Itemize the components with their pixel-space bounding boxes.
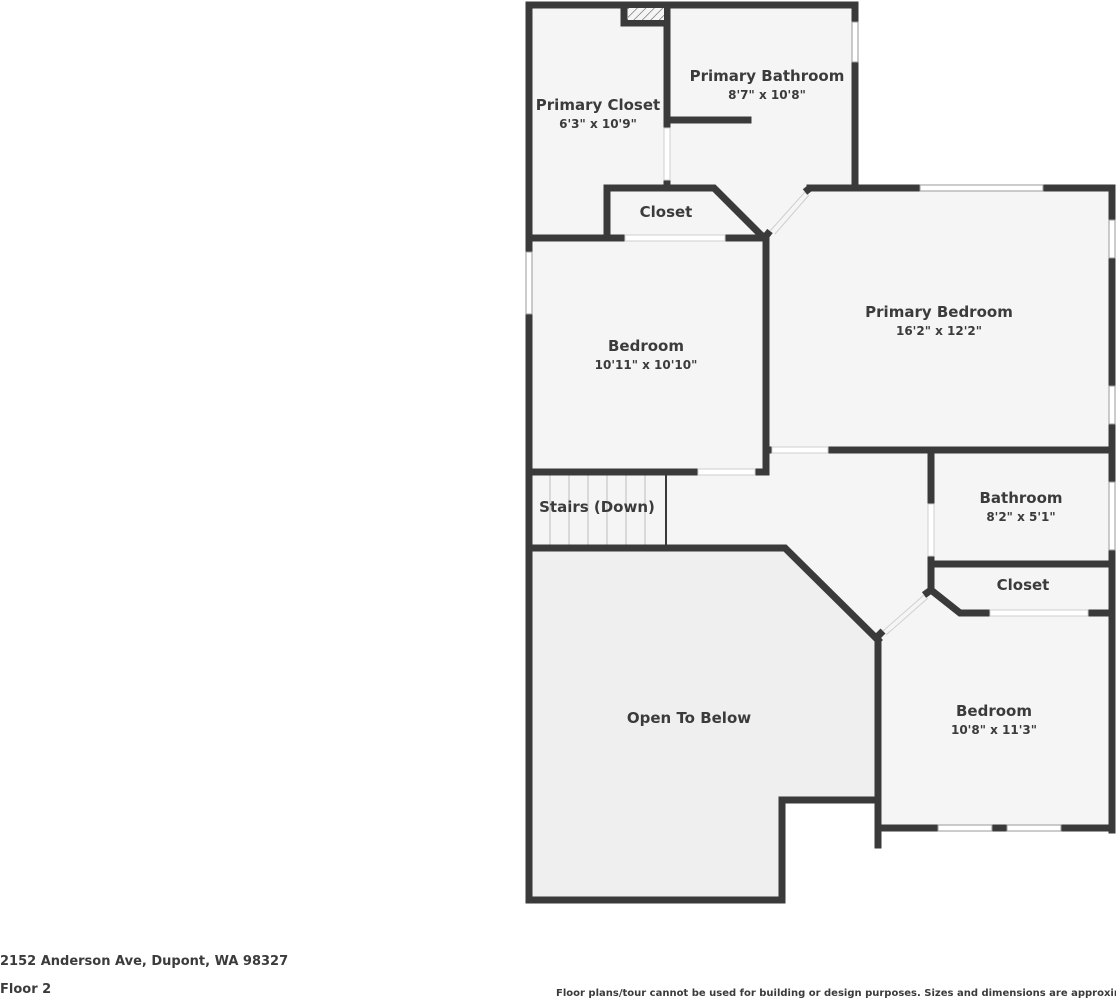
room-open-to-below-name: Open To Below bbox=[627, 709, 751, 727]
room-primary-bedroom-name: Primary Bedroom bbox=[865, 303, 1013, 321]
room-primary-closet-name: Primary Closet bbox=[536, 96, 660, 114]
room-bedroom-2-name: Bedroom bbox=[956, 702, 1032, 720]
floor-label: Floor 2 bbox=[0, 982, 52, 997]
room-labels: Primary Closet 6'3" x 10'9" Primary Bath… bbox=[536, 67, 1063, 737]
room-closet-2-name: Closet bbox=[997, 576, 1050, 594]
stair-treads bbox=[549, 475, 646, 545]
room-bathroom-dim: 8'2" x 5'1" bbox=[986, 510, 1055, 524]
property-address: 2152 Anderson Ave, Dupont, WA 98327 bbox=[0, 954, 289, 969]
room-primary-bathroom-name: Primary Bathroom bbox=[690, 67, 845, 85]
room-bedroom-2-dim: 10'8" x 11'3" bbox=[951, 723, 1037, 737]
room-primary-closet-dim: 6'3" x 10'9" bbox=[559, 117, 637, 131]
room-bathroom-name: Bathroom bbox=[979, 489, 1062, 507]
disclaimer: Floor plans/tour cannot be used for buil… bbox=[556, 988, 1116, 999]
room-closet-1-name: Closet bbox=[640, 203, 693, 221]
room-bedroom-1-name: Bedroom bbox=[608, 337, 684, 355]
chimney-hatch bbox=[628, 8, 664, 20]
room-primary-bathroom-dim: 8'7" x 10'8" bbox=[728, 88, 806, 102]
doors bbox=[763, 185, 934, 639]
room-primary-bedroom-dim: 16'2" x 12'2" bbox=[896, 324, 982, 338]
room-stairs-name: Stairs (Down) bbox=[539, 498, 655, 516]
windows bbox=[525, 21, 1116, 832]
room-bedroom-1-dim: 10'11" x 10'10" bbox=[595, 358, 698, 372]
door-swings bbox=[769, 191, 929, 636]
walls bbox=[525, 1, 1116, 904]
door-gaps bbox=[624, 127, 1089, 617]
